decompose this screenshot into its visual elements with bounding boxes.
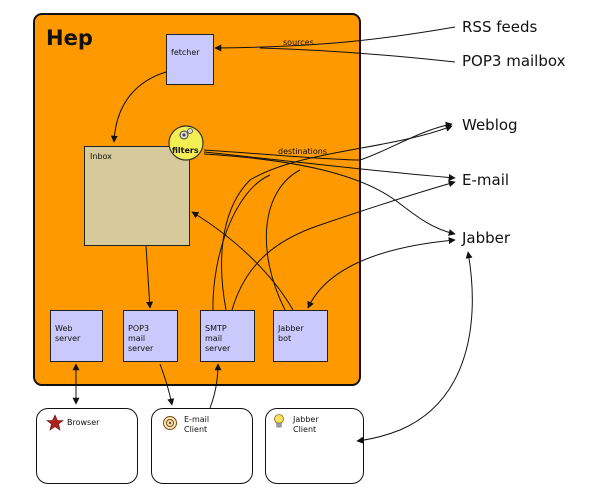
hep-title: Hep xyxy=(46,26,93,50)
jabber-bot-box: Jabber bot xyxy=(273,310,328,362)
fetcher-to-inbox-arrow xyxy=(110,71,167,143)
weblog-label: Weblog xyxy=(462,116,518,134)
filters-to-jabber-arrow xyxy=(203,153,456,236)
pop3-mailbox-to-fetcher-line xyxy=(259,47,456,63)
sources-label: sources xyxy=(283,38,314,47)
inbox-to-pop3-arrow xyxy=(145,245,154,309)
pop3-server-box: POP3 mail server xyxy=(123,310,178,362)
email-client-to-smtp-arrow xyxy=(209,363,222,409)
destinations-label: destinations xyxy=(278,147,327,156)
filters-badge xyxy=(168,125,204,161)
smtp-to-email-arrow xyxy=(231,180,456,311)
fetcher-box: fetcher xyxy=(166,34,214,85)
smtp-server-box: SMTP mail server xyxy=(200,310,255,362)
web-server-label: Web server xyxy=(55,324,81,343)
jabber-bot-to-inbox-arrow xyxy=(191,211,294,311)
filters-to-email-arrow xyxy=(203,151,456,181)
email-destination-label: E-mail xyxy=(462,171,510,189)
lightbulb-icon xyxy=(274,414,284,428)
rss-feeds-label: RSS feeds xyxy=(462,18,538,36)
inbox-box: Inbox xyxy=(84,146,190,246)
gear-icon xyxy=(179,128,193,140)
smtp-server-label: SMTP mail server xyxy=(205,324,231,353)
pop3-to-email-client-arrow xyxy=(159,363,175,406)
jabber-destination-label: Jabber xyxy=(462,229,511,247)
jabber-to-jabber-client-arrow xyxy=(356,251,473,444)
jabber-bot-to-email-line xyxy=(265,169,301,311)
web-server-box: Web server xyxy=(50,310,103,362)
smtp-to-weblog-arrow xyxy=(221,125,453,311)
web-server-stub-line xyxy=(212,174,271,311)
jabber-client-label: Jabber Client xyxy=(293,415,319,434)
filters-to-weblog-arrow xyxy=(203,121,453,161)
rss-to-fetcher-arrow xyxy=(214,26,456,52)
email-client-label: E-mail Client xyxy=(184,415,210,434)
jabber-bot-label: Jabber bot xyxy=(278,324,304,343)
star-icon xyxy=(46,414,64,431)
jabber-to-jabber-bot-arrow xyxy=(307,237,456,309)
fetcher-label: fetcher xyxy=(171,48,200,57)
browser-label: Browser xyxy=(67,418,100,427)
mail-stamp-icon xyxy=(163,416,177,430)
inbox-label: Inbox xyxy=(90,152,112,161)
pop3-mailbox-label: POP3 mailbox xyxy=(462,52,566,70)
filters-label: filters xyxy=(172,146,199,155)
pop3-server-label: POP3 mail server xyxy=(128,324,154,353)
